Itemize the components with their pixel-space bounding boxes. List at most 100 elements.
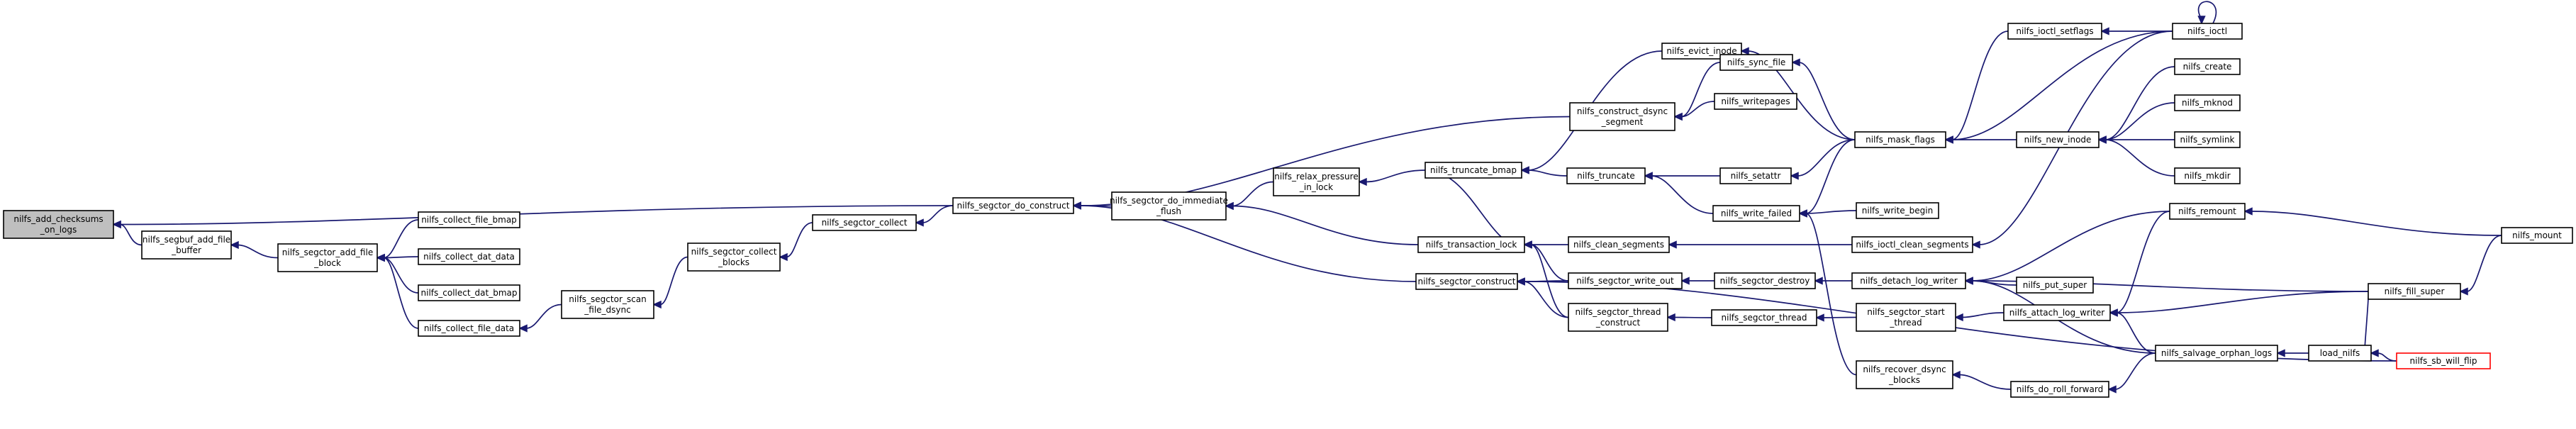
node-box[interactable] [1415,273,1518,290]
node-box[interactable] [2174,131,2241,148]
node-box[interactable] [2174,94,2241,111]
graph-node-ioctl[interactable]: nilfs_ioctl [2172,23,2243,40]
node-box[interactable] [2501,227,2573,244]
graph-node-symlink[interactable]: nilfs_symlink [2174,131,2241,148]
node-box[interactable] [2016,131,2100,148]
node-box[interactable] [1851,272,1966,289]
node-box[interactable] [2172,23,2243,40]
graph-node-segctor-collect[interactable]: nilfs_segctor_collect [812,214,917,231]
node-label: _construct [1595,318,1641,328]
graph-node-truncate-bmap[interactable]: nilfs_truncate_bmap [1424,162,1522,179]
node-box[interactable] [2016,277,2094,294]
node-box[interactable] [418,248,520,265]
node-box[interactable] [1711,309,1817,326]
graph-node-collect-file-data[interactable]: nilfs_collect_file_data [418,320,520,337]
node-box[interactable] [1569,102,1675,131]
graph-node-collect-blocks[interactable]: nilfs_segctor_collect_blocks [687,243,781,272]
node-box[interactable] [1856,360,1953,389]
node-box[interactable] [2174,58,2241,75]
node-box[interactable] [561,290,654,319]
graph-node-setattr[interactable]: nilfs_setattr [1719,167,1792,184]
graph-node-writepages[interactable]: nilfs_writepages [1714,93,1797,110]
graph-node-detach-log-writer[interactable]: nilfs_detach_log_writer [1851,272,1966,289]
node-box[interactable] [1568,236,1670,253]
graph-node-mkdir[interactable]: nilfs_mkdir [2174,167,2241,184]
node-box[interactable] [2003,304,2111,321]
edge-arrowhead [1516,277,1525,286]
graph-node-recover-dsync[interactable]: nilfs_recover_dsync_blocks [1856,360,1953,389]
graph-node-segctor-destroy[interactable]: nilfs_segctor_destroy [1714,272,1816,289]
node-box[interactable] [418,211,520,228]
node-box[interactable] [2155,345,2278,362]
node-box[interactable] [1568,272,1683,289]
graph-node-ioctl-setflags[interactable]: nilfs_ioctl_setflags [2007,23,2102,40]
node-box[interactable] [141,230,232,260]
graph-node-remount[interactable]: nilfs_remount [2169,203,2246,220]
graph-node-sb-will-flip[interactable]: nilfs_sb_will_flip [2396,352,2491,369]
node-box[interactable] [418,284,520,301]
graph-node-do-construct[interactable]: nilfs_segctor_do_construct [952,197,1074,214]
node-box[interactable] [2396,352,2491,369]
node-box[interactable] [1719,54,1793,71]
node-box[interactable] [2368,283,2461,300]
node-box[interactable] [2010,381,2109,398]
node-box[interactable] [1714,272,1816,289]
graph-node-put-super[interactable]: nilfs_put_super [2016,277,2094,294]
node-box[interactable] [277,243,378,272]
graph-node-scan-file-dsync[interactable]: nilfs_segctor_scan_file_dsync [561,290,654,319]
node-box[interactable] [1856,202,1939,219]
graph-node-segctor-start-thread[interactable]: nilfs_segctor_start_thread [1856,303,1956,332]
node-box[interactable] [1854,131,1946,148]
node-box[interactable] [2169,203,2246,220]
node-box[interactable] [1424,162,1522,179]
node-box[interactable] [2308,345,2372,362]
graph-node-relax-pressure[interactable]: nilfs_relax_pressure_in_lock [1273,167,1360,196]
call-edge [2466,235,2502,292]
graph-node-write-failed[interactable]: nilfs_write_failed [1712,205,1800,222]
node-box[interactable] [812,214,917,231]
graph-node-sync-file[interactable]: nilfs_sync_file [1719,54,1793,71]
node-box[interactable] [2007,23,2102,40]
graph-node-new-inode[interactable]: nilfs_new_inode [2016,131,2100,148]
node-box[interactable] [1712,205,1800,222]
graph-node-attach-log-writer[interactable]: nilfs_attach_log_writer [2003,304,2111,321]
graph-node-truncate[interactable]: nilfs_truncate [1566,167,1646,184]
graph-node-collect-dat-bmap[interactable]: nilfs_collect_dat_bmap [418,284,520,301]
node-box[interactable] [418,320,520,337]
edge-arrowhead [652,300,662,309]
graph-node-collect-file-bmap[interactable]: nilfs_collect_file_bmap [418,211,520,228]
node-box[interactable] [2174,167,2241,184]
node-box[interactable] [1714,93,1797,110]
node-box[interactable] [1273,167,1360,196]
graph-node-segctor-construct[interactable]: nilfs_segctor_construct [1415,273,1518,290]
graph-node-collect-dat-data[interactable]: nilfs_collect_dat_data [418,248,520,265]
graph-node-transaction-lock[interactable]: nilfs_transaction_lock [1417,236,1525,253]
graph-node-write-begin[interactable]: nilfs_write_begin [1856,202,1939,219]
graph-node-fill-super[interactable]: nilfs_fill_super [2368,283,2461,300]
graph-node-create[interactable]: nilfs_create [2174,58,2241,75]
node-box[interactable] [1856,303,1956,332]
node-box[interactable] [1566,167,1646,184]
graph-node-segctor-thread[interactable]: nilfs_segctor_thread [1711,309,1817,326]
graph-node-mount[interactable]: nilfs_mount [2501,227,2573,244]
graph-node-salvage-orphan-logs[interactable]: nilfs_salvage_orphan_logs [2155,345,2278,362]
graph-node-construct-dsync[interactable]: nilfs_construct_dsync_segment [1569,102,1675,131]
graph-node-load-nilfs[interactable]: load_nilfs [2308,345,2372,362]
graph-node-clean-segments[interactable]: nilfs_clean_segments [1568,236,1670,253]
node-box[interactable] [1851,236,1973,253]
graph-node-do-roll-forward[interactable]: nilfs_do_roll_forward [2010,381,2109,398]
node-box[interactable] [1568,303,1668,332]
node-box[interactable] [1417,236,1525,253]
graph-node-ioctl-clean-segments[interactable]: nilfs_ioctl_clean_segments [1851,236,1973,253]
graph-node-write-out[interactable]: nilfs_segctor_write_out [1568,272,1683,289]
node-box[interactable] [952,197,1074,214]
node-box[interactable] [1111,191,1227,221]
graph-node-segbuf-add[interactable]: nilfs_segbuf_add_file_buffer [141,230,232,260]
node-box[interactable] [1719,167,1792,184]
node-box[interactable] [687,243,781,272]
graph-node-mknod[interactable]: nilfs_mknod [2174,94,2241,111]
graph-node-do-immediate-flush[interactable]: nilfs_segctor_do_immediate_flush [1110,191,1228,221]
graph-node-mask-flags[interactable]: nilfs_mask_flags [1854,131,1946,148]
graph-node-segctor-add-file[interactable]: nilfs_segctor_add_file_block [277,243,378,272]
graph-node-thread-construct[interactable]: nilfs_segctor_thread_construct [1568,303,1668,332]
